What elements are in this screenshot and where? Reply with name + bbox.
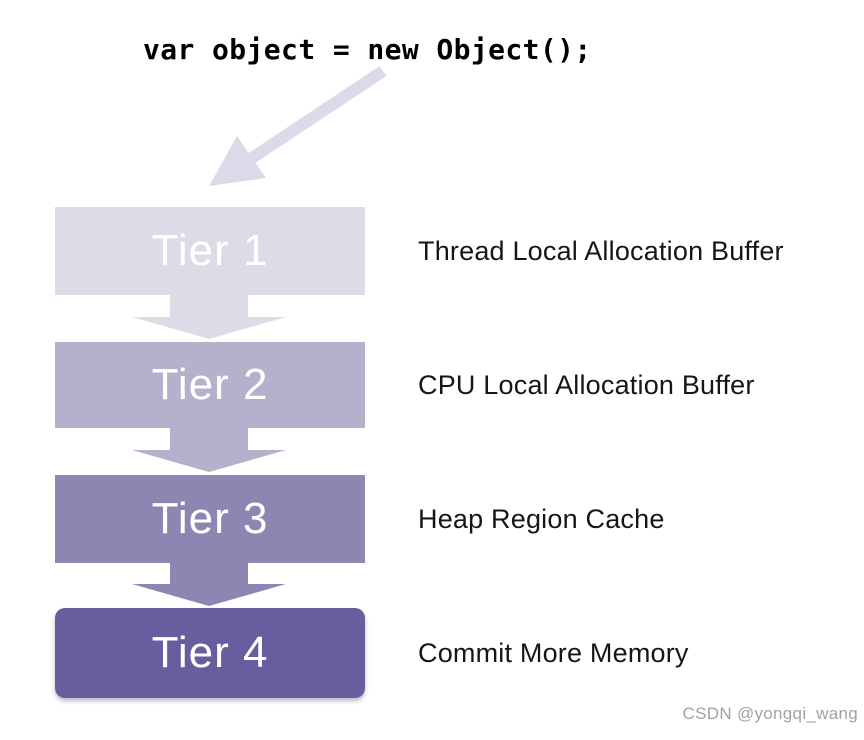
code-to-tier1-arrow [209,66,387,186]
tier3-box-label: Tier 3 [151,494,269,543]
tier1-description: Thread Local Allocation Buffer [418,235,784,266]
down-arrow-tier3-tier4 [132,562,286,606]
tier4-box-label: Tier 4 [151,628,269,677]
tier2-box: Tier 2 [55,342,365,428]
code-arrow-shaft [248,66,387,163]
tier2-description: CPU Local Allocation Buffer [418,369,755,400]
tier3-description: Heap Region Cache [418,503,665,534]
tier1-box: Tier 1 [55,207,365,295]
watermark: CSDN @yongqi_wang [682,704,858,723]
code-snippet: var object = new Object(); [143,33,592,66]
tier2-box-label: Tier 2 [151,360,269,409]
down-arrow-tier2-tier3 [132,428,286,472]
tier4-description: Commit More Memory [418,637,689,668]
tier1-box-label: Tier 1 [151,226,269,275]
code-arrow-head [209,136,266,186]
down-arrow-tier1-tier2 [132,295,286,339]
tier3-box: Tier 3 [55,475,365,563]
tier4-box: Tier 4 [55,608,365,698]
